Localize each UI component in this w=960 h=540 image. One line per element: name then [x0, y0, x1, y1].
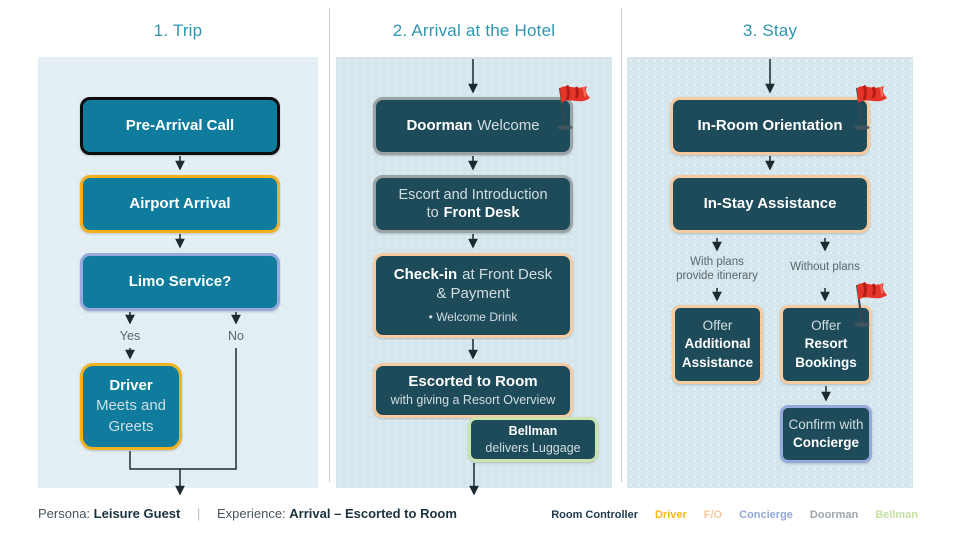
- column-divider: [621, 8, 622, 482]
- node-in-room-orientation: In-Room Orientation: [670, 97, 870, 155]
- node-label: Pre-Arrival Call: [125, 116, 235, 134]
- node-offer-additional-assistance: Offer Additional Assistance: [672, 305, 763, 384]
- node-label-bold: Doorman: [406, 116, 473, 134]
- node-label: Welcome: [477, 116, 540, 134]
- node-in-stay-assistance: In-Stay Assistance: [670, 175, 870, 233]
- node-offer-resort-bookings: Offer Resort Bookings: [780, 305, 872, 384]
- node-label: at Front Desk: [462, 265, 553, 283]
- node-label-bold: Resort: [804, 336, 848, 352]
- red-flag-icon: [557, 84, 590, 130]
- legend-item-concierge: Concierge: [739, 509, 793, 521]
- node-label-bold: Assistance: [681, 354, 754, 370]
- node-bellman-luggage: Bellman delivers Luggage: [468, 417, 598, 462]
- column-divider: [329, 8, 330, 482]
- node-label: Limo Service?: [128, 272, 232, 290]
- node-label: Airport Arrival: [129, 194, 231, 212]
- node-label-bold: Check-in: [393, 265, 458, 283]
- node-label-bold: Front Desk: [443, 205, 520, 221]
- node-label-bold: In-Stay Assistance: [703, 194, 837, 212]
- node-sublabel: with giving a Resort Overview: [390, 392, 556, 407]
- node-label: Offer: [702, 318, 733, 334]
- node-label-bold: Additional: [684, 336, 751, 352]
- red-flag-icon: [854, 281, 887, 327]
- node-label-bold: Escorted to Room: [408, 372, 538, 390]
- node-limo-service: Limo Service?: [80, 253, 280, 311]
- branch-label-with-plans: With plans provide itinerary: [665, 256, 769, 284]
- node-label: delivers Luggage: [485, 440, 581, 455]
- node-airport-arrival: Airport Arrival: [80, 175, 280, 233]
- branch-label-yes: Yes: [119, 329, 141, 343]
- node-label-bold: Bellman: [508, 424, 558, 439]
- node-escorted-to-room: Escorted to Room with giving a Resort Ov…: [373, 363, 573, 418]
- node-label: to: [426, 205, 439, 221]
- persona-experience-caption: Persona: Leisure Guest | Experience: Arr…: [38, 506, 457, 521]
- node-label-bold: Concierge: [792, 435, 860, 450]
- node-label: Escort and Introduction: [398, 186, 548, 203]
- node-driver-meets-greets: Driver Meets and Greets: [80, 363, 182, 450]
- node-label: & Payment: [436, 284, 510, 302]
- legend-item-driver: Driver: [654, 509, 687, 521]
- node-label: Offer: [811, 318, 841, 334]
- node-escort-to-front-desk: Escort and Introduction to Front Desk: [373, 175, 573, 233]
- node-label: Confirm with: [788, 416, 864, 432]
- branch-label-without-plans: Without plans: [790, 261, 860, 273]
- node-label-bold: Driver: [109, 377, 153, 395]
- node-label-bold: In-Room Orientation: [697, 116, 843, 134]
- role-color-legend: Room Controller Driver F/O Concierge Doo…: [551, 509, 918, 521]
- node-pre-arrival-call: Pre-Arrival Call: [80, 97, 280, 155]
- branch-line: With plans: [690, 256, 744, 268]
- persona-label: Persona:: [38, 506, 91, 521]
- legend-item-doorman: Doorman: [809, 509, 859, 521]
- node-doorman-welcome: Doorman Welcome: [373, 97, 573, 155]
- legend-item-bellman: Bellman: [875, 509, 918, 521]
- experience-value: Arrival – Escorted to Room: [289, 506, 457, 521]
- legend-item-fo: F/O: [703, 509, 723, 521]
- node-bullet: • Welcome Drink: [428, 310, 518, 325]
- branch-line: provide itinerary: [676, 269, 758, 282]
- persona-value: Leisure Guest: [93, 506, 181, 521]
- node-confirm-with-concierge: Confirm with Concierge: [780, 405, 872, 463]
- column-title-arrival: 2. Arrival at the Hotel: [392, 21, 556, 40]
- column-title-stay: 3. Stay: [742, 21, 798, 40]
- legend-item-room-controller: Room Controller: [551, 509, 638, 521]
- experience-label: Experience:: [217, 506, 286, 521]
- node-label: Meets and: [95, 397, 167, 415]
- branch-label-no: No: [228, 329, 244, 343]
- column-title-trip: 1. Trip: [153, 21, 203, 40]
- node-label-bold: Bookings: [795, 354, 857, 370]
- node-label: Greets: [108, 417, 154, 435]
- red-flag-icon: [854, 84, 887, 130]
- node-checkin-payment: Check-in at Front Desk & Payment • Welco…: [373, 253, 573, 338]
- caption-divider: |: [197, 506, 201, 521]
